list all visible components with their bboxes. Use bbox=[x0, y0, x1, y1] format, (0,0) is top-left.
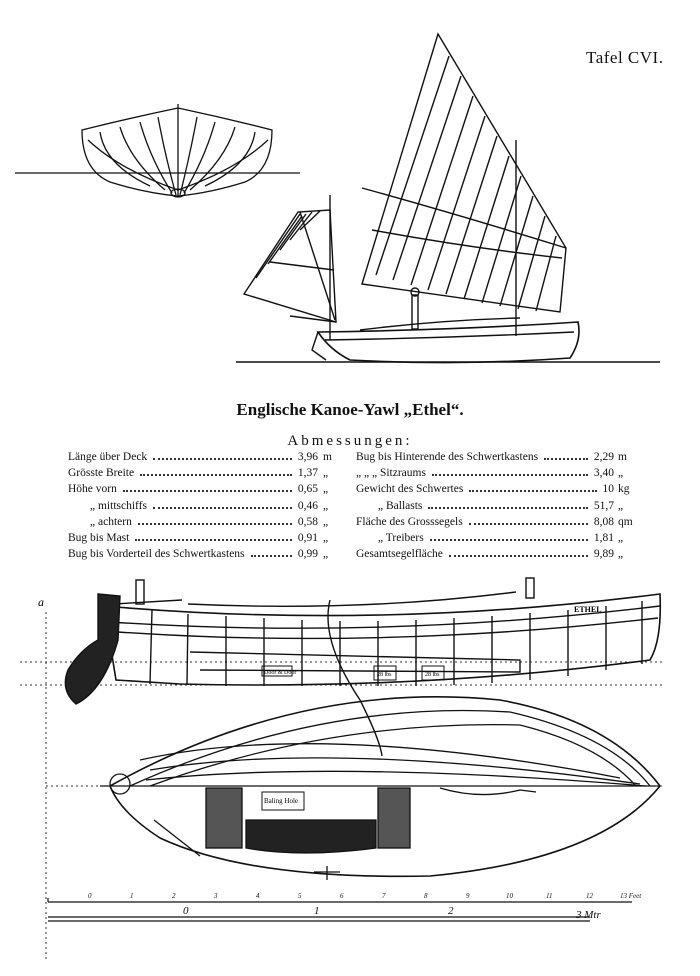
dotted-leader bbox=[123, 481, 292, 493]
hull-profile bbox=[64, 577, 662, 757]
scale-feet-tick: 10 bbox=[506, 892, 514, 900]
scale-feet-tick: 11 bbox=[546, 892, 552, 900]
scale-meter-tick: 3 Mtr bbox=[575, 909, 601, 921]
dotted-leader bbox=[251, 546, 292, 558]
scale-feet-tick: 1 bbox=[130, 892, 134, 900]
scale-feet-tick: 6 bbox=[340, 892, 344, 900]
hull-section bbox=[81, 104, 273, 198]
page-title: Englische Kanoe-Yawl „Ethel“. bbox=[236, 400, 464, 419]
scale-feet-tick: 2 bbox=[172, 892, 176, 900]
bailing-hole-label: Baling Hole bbox=[264, 797, 298, 805]
dotted-leader bbox=[430, 530, 588, 541]
door-label: Door & Door bbox=[264, 670, 296, 676]
dotted-leader bbox=[153, 449, 292, 460]
scale-meter-tick: 0 bbox=[183, 905, 189, 917]
dotted-leader bbox=[138, 514, 292, 525]
scale-meter-tick: 2 bbox=[448, 905, 454, 917]
scale-feet-labels: 0 1 2 3 4 5 6 7 8 9 10 11 12 13 Feet bbox=[88, 892, 642, 900]
ballast-label-b: 28 lbs bbox=[425, 672, 440, 678]
scale-bars bbox=[47, 898, 632, 922]
dotted-leader bbox=[469, 481, 597, 493]
sail-plan bbox=[236, 32, 660, 364]
scale-feet-tick: 12 bbox=[586, 892, 594, 900]
dotted-leader bbox=[135, 530, 292, 541]
dotted-leader bbox=[140, 465, 292, 477]
deck-plan bbox=[100, 696, 662, 880]
scale-feet-tick: 7 bbox=[382, 892, 386, 900]
dotted-leader bbox=[469, 514, 588, 525]
scale-feet-tick: 8 bbox=[424, 892, 428, 900]
plate-number: Tafel CVI. bbox=[586, 48, 664, 67]
dotted-leader bbox=[428, 498, 588, 509]
dimensions-heading: Abmessungen: bbox=[287, 433, 413, 449]
scale-feet-tick: 5 bbox=[298, 892, 302, 900]
scale-feet-tick: 9 bbox=[466, 892, 470, 900]
scale-feet-tick: 0 bbox=[88, 892, 92, 900]
margin-letter: a bbox=[38, 595, 44, 609]
dotted-leader bbox=[153, 498, 292, 509]
dotted-leader bbox=[544, 449, 588, 460]
scale-feet-tick: 13 Feet bbox=[620, 892, 642, 900]
guide-lines bbox=[20, 612, 662, 960]
scale-feet-tick: 3 bbox=[213, 892, 218, 900]
ballast-label-a: 28 lbs bbox=[377, 672, 392, 678]
dotted-leader bbox=[432, 465, 588, 477]
scale-meter-tick: 1 bbox=[314, 905, 320, 917]
dotted-leader bbox=[449, 546, 588, 558]
scale-meter-labels: 0 1 2 3 Mtr bbox=[183, 905, 601, 921]
scale-feet-tick: 4 bbox=[256, 892, 260, 900]
sail-plan-drawing bbox=[15, 32, 660, 364]
hull-name-label: ETHEL bbox=[574, 605, 602, 614]
